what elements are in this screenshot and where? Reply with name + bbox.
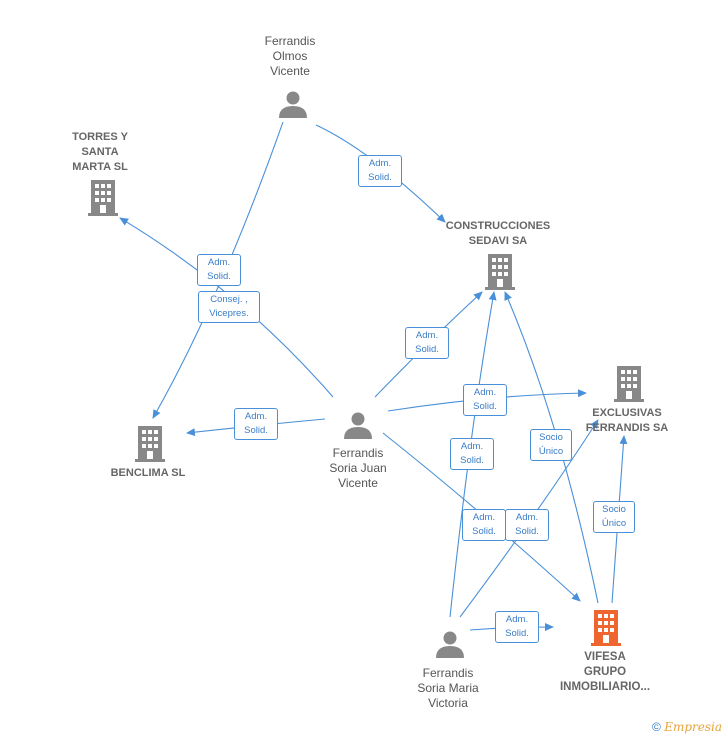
edge-label-adm-solid: Adm. Solid.	[405, 327, 449, 359]
node-label-ferrandis-soria-maria[interactable]: Ferrandis Soria Maria Victoria	[417, 666, 479, 710]
building-icon[interactable]	[485, 254, 515, 290]
node-label-ferrandis-olmos[interactable]: Ferrandis Olmos Vicente	[264, 34, 316, 78]
node-label-benclima[interactable]: BENCLIMA SL	[110, 467, 186, 479]
node-label-vifesa[interactable]: VIFESA GRUPO INMOBILIARIO...	[559, 651, 651, 693]
edge-label-adm-solid: Adm. Solid.	[197, 254, 241, 286]
edge-label-consej-vicepres: Consej. , Vicepres.	[198, 291, 260, 323]
node-label-ferrandis-soria-juan[interactable]: Ferrandis Soria Juan Vicente	[329, 446, 387, 490]
edge-label-adm-solid: Adm. Solid.	[463, 384, 507, 416]
node-label-exclusivas-ferrandis[interactable]: EXCLUSIVAS FERRANDIS SA	[585, 407, 669, 434]
node-label-torres-santa-marta[interactable]: TORRES Y SANTA MARTA SL	[72, 131, 128, 173]
node-label-construcciones-sedavi[interactable]: CONSTRUCCIONES SEDAVI SA	[445, 220, 551, 247]
person-icon[interactable]	[435, 629, 465, 659]
building-icon[interactable]	[135, 426, 165, 462]
person-icon[interactable]	[278, 89, 308, 119]
building-icon-highlight[interactable]	[591, 610, 621, 646]
edge-label-adm-solid: Adm. Solid.	[450, 438, 494, 470]
footer-credit: © Empresia	[652, 720, 722, 734]
brand-logo: Empresia	[664, 720, 722, 734]
edge-label-socio-unico: Socio Único	[530, 429, 572, 461]
edge-label-adm-solid: Adm. Solid.	[505, 509, 549, 541]
edge-label-socio-unico: Socio Único	[593, 501, 635, 533]
edge-label-adm-solid: Adm. Solid.	[358, 155, 402, 187]
copyright-symbol: ©	[652, 720, 661, 734]
building-icon[interactable]	[88, 180, 118, 216]
building-icon[interactable]	[614, 366, 644, 402]
edge-label-adm-solid: Adm. Solid.	[462, 509, 506, 541]
edge-label-adm-solid: Adm. Solid.	[495, 611, 539, 643]
edge-label-adm-solid: Adm. Solid.	[234, 408, 278, 440]
person-icon[interactable]	[343, 410, 373, 440]
